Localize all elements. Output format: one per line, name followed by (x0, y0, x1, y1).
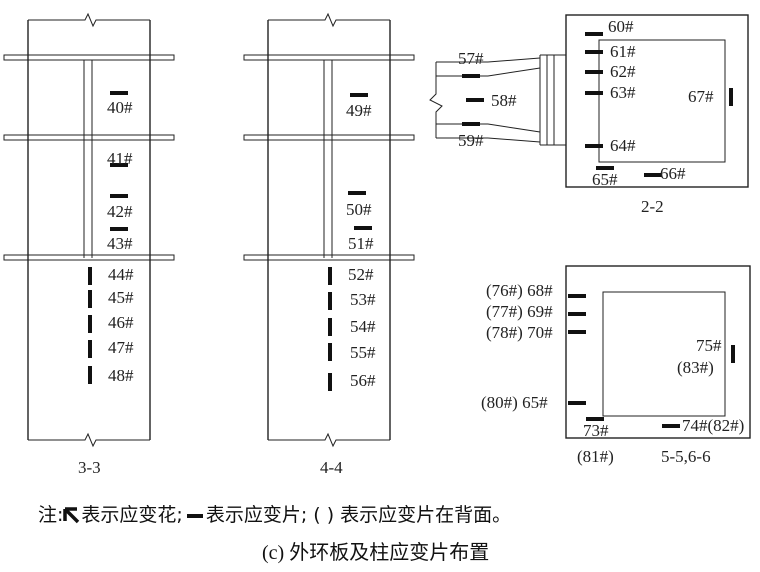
gauge-48-label: 48# (108, 366, 134, 385)
gauge-47-label: 47# (108, 338, 134, 357)
gauge-52-label: 52# (348, 265, 374, 284)
legend-bar-text: 表示应变片; ( ) 表示应变片在背面。 (205, 504, 512, 526)
gauge-53-label: 53# (350, 290, 376, 309)
gauge-65b-label: (80#) 65# (481, 393, 548, 412)
section-4-4: 49# 50# 51# 52# 53# 54# 55# 56# 4-4 (243, 12, 415, 477)
gauge-64-label: 64# (610, 136, 636, 155)
section-5-5-title: 5-5,6-6 (661, 447, 711, 466)
gauge-73-label: 73# (583, 421, 609, 440)
gauge-57-label: 57# (458, 49, 484, 68)
section-3-3: 40# 41# 42# 43# 44# 45# 46# 47# 48# 3-3 (3, 12, 175, 477)
legend-note: 注: 表示应变花; 表示应变片; ( ) 表示应变片在背面。 (38, 500, 511, 527)
gauge-42-label: 42# (107, 202, 133, 221)
figure-caption: (c) 外环板及柱应变片布置 (262, 542, 490, 564)
gauge-83-label: (83#) (677, 358, 714, 377)
gauge-58-label: 58# (491, 91, 517, 110)
gauge-59-label: 59# (458, 131, 484, 150)
gauge-40-label: 40# (107, 98, 133, 117)
gauge-44-label: 44# (108, 265, 134, 284)
gauge-51-label: 51# (348, 234, 374, 253)
rosette-symbol-icon (63, 506, 80, 523)
gauge-81-label: (81#) (577, 447, 614, 466)
section-5-5-6-6: (76#) 68# (77#) 69# (78#) 70# (80#) 65# … (481, 265, 751, 466)
section-2-2: 57# 58# 59# 60# 61# 62# 63# 64# 65# 66# … (429, 14, 749, 216)
gauge-68-label: (76#) 68# (486, 281, 553, 300)
gauge-54-label: 54# (350, 317, 376, 336)
gauge-61-label: 61# (610, 42, 636, 61)
gauge-45-label: 45# (108, 288, 134, 307)
gauge-bar-symbol-icon (186, 513, 203, 518)
gauge-74-82-label: 74#(82#) (682, 416, 744, 435)
section-2-2-title: 2-2 (641, 197, 664, 216)
gauge-63-label: 63# (610, 83, 636, 102)
gauge-56-label: 56# (350, 371, 376, 390)
section-4-4-title: 4-4 (320, 458, 343, 477)
gauge-41-label: 41# (107, 149, 133, 168)
gauge-55-label: 55# (350, 343, 376, 362)
gauge-62-label: 62# (610, 62, 636, 81)
legend-prefix: 注: (38, 504, 64, 526)
gauge-70-label: (78#) 70# (486, 323, 553, 342)
gauge-65-label: 65# (592, 170, 618, 189)
gauge-46-label: 46# (108, 313, 134, 332)
gauge-60-label: 60# (608, 17, 634, 36)
gauge-49-label: 49# (346, 101, 372, 120)
gauge-69-label: (77#) 69# (486, 302, 553, 321)
gauge-43-label: 43# (107, 234, 133, 253)
gauge-50-label: 50# (346, 200, 372, 219)
section-3-3-title: 3-3 (78, 458, 101, 477)
gauge-75-label: 75# (696, 336, 722, 355)
legend-rosette-text: 表示应变花; (81, 504, 183, 526)
gauge-66-label: 66# (660, 164, 686, 183)
gauge-67-label: 67# (688, 87, 714, 106)
